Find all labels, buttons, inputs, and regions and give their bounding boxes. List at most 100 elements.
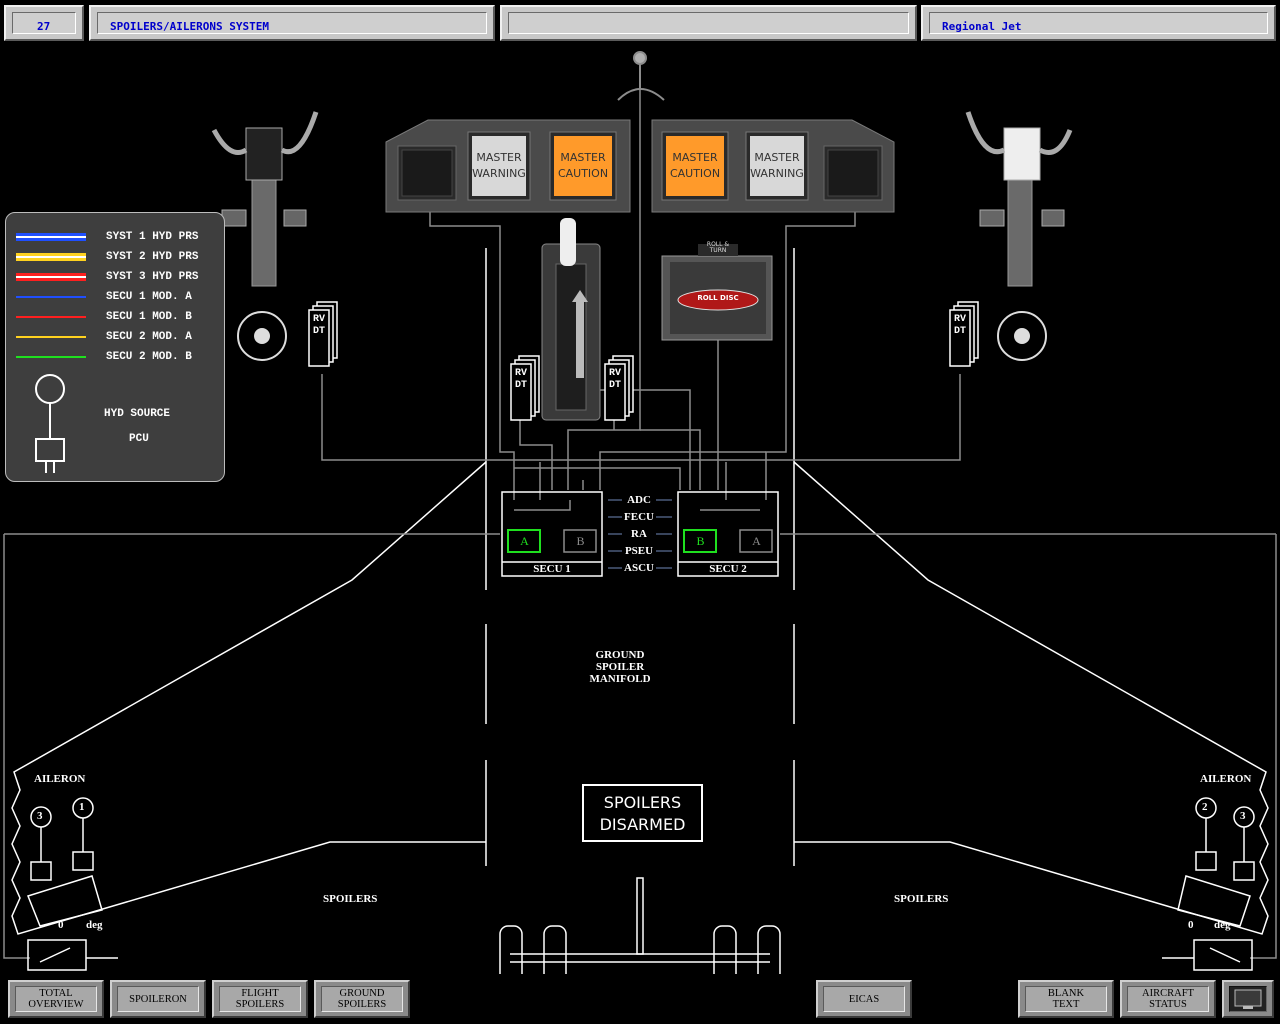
master-caution-right[interactable]: MASTER CAUTION <box>666 136 724 196</box>
title-box: SPOILERS/AILERONS SYSTEM <box>89 5 495 41</box>
monitor-icon <box>1229 986 1267 1012</box>
aircraft-status-button[interactable]: AIRCRAFT STATUS <box>1120 980 1216 1018</box>
bus-label-ra: RA <box>631 528 647 540</box>
left-pcu-number-b: 1 <box>79 801 85 813</box>
right-pcu-number-a: 2 <box>1202 801 1208 813</box>
secu2-channel-b: B <box>696 534 705 548</box>
legend-secu1b-label: SECU 1 MOD. B <box>106 311 192 323</box>
left-pcus <box>27 797 118 971</box>
roll-disc-button[interactable]: ROLL DISC <box>697 294 739 302</box>
rvdt-label-lever-right: RVDT <box>608 368 621 391</box>
pcu-legend-icon <box>35 374 65 473</box>
aircraft-box: Regional Jet <box>921 5 1276 41</box>
eicas-button[interactable]: EICAS <box>816 980 912 1018</box>
right-aileron-label: AILERON <box>1200 773 1252 785</box>
master-caution-left[interactable]: MASTER CAUTION <box>554 136 612 196</box>
left-pcu-number-a: 3 <box>37 810 43 822</box>
total-overview-label: TOTAL OVERVIEW <box>15 986 97 1012</box>
legend-syst2: SYST 2 HYD PRS <box>16 251 216 265</box>
bus-label-pseu: PSEU <box>624 545 654 557</box>
legend-syst1-swatch <box>16 233 86 241</box>
legend-hyd-source: HYD SOURCE <box>104 408 171 420</box>
rvdt-label-right: RVDT <box>953 314 966 337</box>
secu1-channel-b: B <box>576 534 585 548</box>
message-text <box>508 12 909 34</box>
status-box-frame <box>582 784 703 842</box>
blank-text-button[interactable]: BLANK TEXT <box>1018 980 1114 1018</box>
legend-syst2-label: SYST 2 HYD PRS <box>106 251 199 263</box>
blank-text-label: BLANK TEXT <box>1025 986 1107 1012</box>
eicas-label: EICAS <box>823 986 905 1012</box>
display-toggle-button[interactable] <box>1222 980 1274 1018</box>
spoileron-button[interactable]: SPOILERON <box>110 980 206 1018</box>
left-wing-outline <box>11 248 487 935</box>
legend-syst3: SYST 3 HYD PRS <box>16 271 216 285</box>
legend-secu1a: SECU 1 MOD. A <box>16 291 216 305</box>
right-deg-value: 0 <box>1188 919 1194 931</box>
right-pcus <box>1162 797 1255 971</box>
legend-secu1a-swatch <box>16 296 86 298</box>
screen-glyph-icon <box>1234 989 1262 1009</box>
left-deg-value: 0 <box>58 919 64 931</box>
page-number: 27 <box>12 12 76 34</box>
overhead-handle <box>617 51 665 101</box>
legend-secu2b-swatch <box>16 356 86 358</box>
left-spoilers-label: SPOILERS <box>323 893 378 905</box>
legend-secu2a: SECU 2 MOD. A <box>16 331 216 345</box>
secu1-title: SECU 1 <box>533 563 571 575</box>
legend-secu2a-swatch <box>16 336 86 338</box>
page-title: SPOILERS/AILERONS SYSTEM <box>97 12 487 34</box>
legend-secu1b: SECU 1 MOD. B <box>16 311 216 325</box>
legend-panel: SYST 1 HYD PRS SYST 2 HYD PRS SYST 3 HYD… <box>5 212 225 482</box>
ground-spoiler-manifold-label: GROUND SPOILER MANIFOLD <box>589 649 651 685</box>
legend-syst1: SYST 1 HYD PRS <box>16 231 216 245</box>
spoileron-label: SPOILERON <box>117 986 199 1012</box>
legend-secu2b: SECU 2 MOD. B <box>16 351 216 365</box>
roll-turn-label: ROLL & TURN <box>706 241 730 254</box>
secu2-channel-a: A <box>752 534 761 548</box>
roll-disc-panel <box>661 244 773 341</box>
flight-spoilers-label: FLIGHT SPOILERS <box>219 986 301 1012</box>
bus-label-adc: ADC <box>627 494 651 506</box>
legend-syst2-swatch <box>16 253 86 261</box>
master-warning-left[interactable]: MASTER WARNING <box>472 136 526 196</box>
ground-spoilers-label: GROUND SPOILERS <box>321 986 403 1012</box>
landing-gear <box>499 877 781 974</box>
left-control-column <box>211 111 319 361</box>
rvdt-label-left: RVDT <box>312 314 325 337</box>
legend-pcu: PCU <box>129 433 149 445</box>
spoilers-status: SPOILERS DISARMED <box>599 793 686 834</box>
flight-spoilers-button[interactable]: FLIGHT SPOILERS <box>212 980 308 1018</box>
aircraft-status-label: AIRCRAFT STATUS <box>1127 986 1209 1012</box>
legend-syst3-label: SYST 3 HYD PRS <box>106 271 199 283</box>
legend-secu2a-label: SECU 2 MOD. A <box>106 331 192 343</box>
signal-lines <box>3 86 1277 959</box>
legend-secu2b-label: SECU 2 MOD. B <box>106 351 192 363</box>
legend-syst1-label: SYST 1 HYD PRS <box>106 231 199 243</box>
bus-label-ascu: ASCU <box>624 562 654 574</box>
legend-secu1a-label: SECU 1 MOD. A <box>106 291 192 303</box>
secu2-title: SECU 2 <box>709 563 747 575</box>
right-control-column <box>965 111 1073 361</box>
secu1-channel-a: A <box>520 534 529 548</box>
secu1-box <box>501 491 603 577</box>
right-deg-unit: deg <box>1214 919 1231 931</box>
left-deg-unit: deg <box>86 919 103 931</box>
right-pcu-number-b: 3 <box>1240 810 1246 822</box>
rvdt-label-lever-left: RVDT <box>514 368 527 391</box>
master-warning-right[interactable]: MASTER WARNING <box>750 136 804 196</box>
secu2-box <box>677 491 779 577</box>
message-box <box>500 5 917 41</box>
bus-arrows <box>608 499 672 569</box>
right-wing-outline <box>793 248 1269 935</box>
right-spoilers-label: SPOILERS <box>894 893 949 905</box>
legend-secu1b-swatch <box>16 316 86 318</box>
bus-label-fecu: FECU <box>624 511 654 523</box>
left-aileron-label: AILERON <box>34 773 86 785</box>
total-overview-button[interactable]: TOTAL OVERVIEW <box>8 980 104 1018</box>
rvdt-boxes <box>308 301 979 421</box>
page-number-box: 27 <box>4 5 84 41</box>
aircraft-name: Regional Jet <box>929 12 1268 34</box>
spoiler-lever <box>541 218 601 421</box>
ground-spoilers-button[interactable]: GROUND SPOILERS <box>314 980 410 1018</box>
